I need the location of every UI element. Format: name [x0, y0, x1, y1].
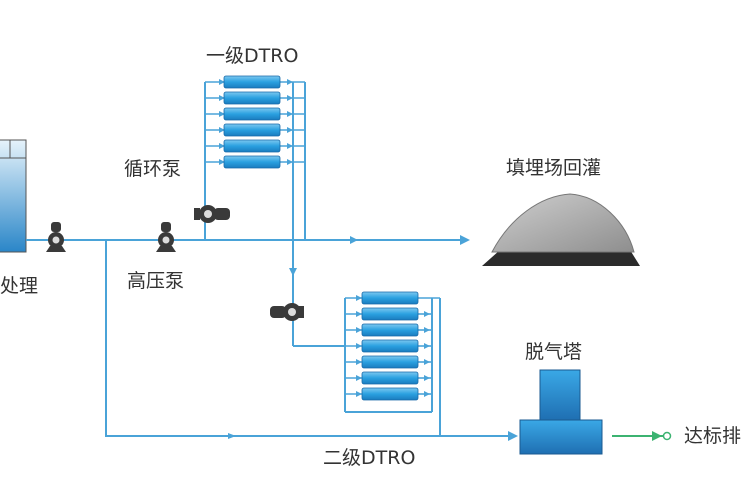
- stage1-dtro-label: 一级DTRO: [206, 45, 299, 67]
- bypass-pipe: [105, 240, 515, 437]
- discharge-label: 达标排: [684, 425, 742, 447]
- feed-pump-icon: [46, 222, 66, 252]
- stage2-dtro-label: 二级DTRO: [323, 447, 416, 469]
- high-pressure-pump-label: 高压泵: [127, 270, 185, 292]
- pretreatment-tank: [0, 139, 27, 253]
- landfill-pile-icon: [482, 193, 640, 266]
- flow-arrows: [228, 235, 518, 441]
- stage1-dtro-module: [205, 75, 305, 169]
- degas-tower-label: 脱气塔: [525, 341, 583, 363]
- discharge-line: [612, 431, 672, 441]
- pretreatment-label: 处理: [0, 275, 39, 297]
- stage2-dtro-module: [345, 291, 440, 401]
- degas-tower-icon: [519, 369, 603, 455]
- circulation-pump-icon: [194, 205, 230, 223]
- landfill-label: 填埋场回灌: [506, 157, 602, 179]
- stage2-pump-icon: [270, 303, 304, 321]
- pipe-network: [26, 82, 515, 437]
- circulation-pump-label: 循环泵: [124, 158, 182, 180]
- high-pressure-pump-icon: [156, 222, 176, 252]
